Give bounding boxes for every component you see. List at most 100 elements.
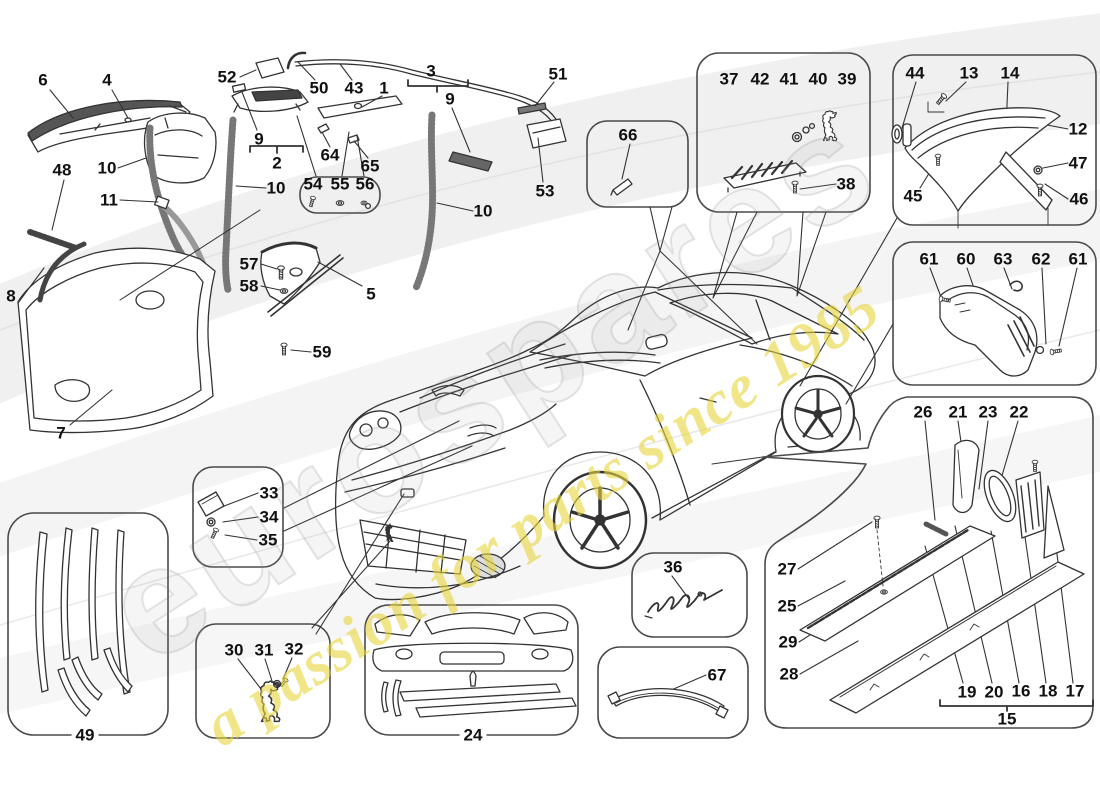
callout-53[interactable]: 53	[535, 181, 555, 201]
callout-12[interactable]: 12	[1068, 119, 1088, 139]
part-cowl-grille	[231, 57, 309, 113]
callout-56[interactable]: 56	[355, 174, 375, 194]
callout-67[interactable]: 67	[707, 665, 727, 685]
callout-50[interactable]: 50	[309, 78, 329, 98]
callout-34[interactable]: 34	[259, 507, 279, 527]
brackets	[249, 79, 1094, 712]
callout-55[interactable]: 55	[330, 174, 350, 194]
callout-2[interactable]: 2	[272, 153, 282, 173]
callout-39[interactable]: 39	[837, 69, 857, 89]
callout-57[interactable]: 57	[239, 254, 259, 274]
part-bonnet-liner	[17, 209, 261, 434]
callout-54[interactable]: 54	[303, 174, 323, 194]
callout-13[interactable]: 13	[959, 63, 979, 83]
callout-14[interactable]: 14	[1000, 63, 1020, 83]
callout-31[interactable]: 31	[254, 640, 274, 660]
box-clip-kit	[192, 466, 284, 568]
callout-58[interactable]: 58	[239, 276, 259, 296]
callout-9[interactable]: 9	[254, 129, 264, 149]
callout-46[interactable]: 46	[1069, 189, 1089, 209]
callout-40[interactable]: 40	[808, 69, 828, 89]
callout-51[interactable]: 51	[548, 64, 568, 84]
callout-16[interactable]: 16	[1011, 681, 1031, 701]
callout-1[interactable]: 1	[379, 78, 389, 98]
callout-33[interactable]: 33	[259, 483, 279, 503]
callout-29[interactable]: 29	[778, 632, 798, 652]
callout-48[interactable]: 48	[52, 160, 72, 180]
callout-20[interactable]: 20	[984, 682, 1004, 702]
callout-44[interactable]: 44	[905, 63, 925, 83]
callout-6[interactable]: 6	[38, 70, 48, 90]
callout-25[interactable]: 25	[777, 596, 797, 616]
callout-63[interactable]: 63	[993, 249, 1013, 269]
callout-60[interactable]: 60	[956, 249, 976, 269]
callout-41[interactable]: 41	[779, 69, 799, 89]
callout-3[interactable]: 3	[426, 61, 436, 81]
box-sill-trim	[762, 396, 1094, 729]
callout-24[interactable]: 24	[459, 726, 487, 744]
callout-36[interactable]: 36	[663, 557, 683, 577]
part-horse-badge	[259, 676, 290, 723]
bracket-15	[939, 699, 1094, 712]
callout-45[interactable]: 45	[903, 186, 923, 206]
callout-66[interactable]: 66	[618, 125, 638, 145]
callout-21[interactable]: 21	[948, 402, 968, 422]
callout-37[interactable]: 37	[719, 69, 739, 89]
callout-22[interactable]: 22	[1009, 402, 1029, 422]
callout-26[interactable]: 26	[913, 402, 933, 422]
callout-43[interactable]: 43	[344, 78, 364, 98]
callout-10[interactable]: 10	[473, 201, 493, 221]
part-strip-9	[448, 151, 493, 172]
callout-tails	[283, 115, 898, 635]
box-clip-66	[586, 120, 689, 208]
box-horse-badge	[195, 623, 331, 739]
callout-10[interactable]: 10	[97, 158, 117, 178]
callout-8[interactable]: 8	[6, 286, 16, 306]
callout-64[interactable]: 64	[320, 145, 340, 165]
part-fender-trim	[891, 92, 1061, 229]
fastener-icons	[307, 195, 372, 210]
callout-17[interactable]: 17	[1065, 681, 1085, 701]
callout-23[interactable]: 23	[978, 402, 998, 422]
callout-15[interactable]: 15	[997, 709, 1017, 729]
callout-42[interactable]: 42	[750, 69, 770, 89]
callout-18[interactable]: 18	[1038, 681, 1058, 701]
bracket-2	[249, 145, 304, 154]
box-strip-67	[597, 646, 749, 739]
callout-59[interactable]: 59	[312, 342, 332, 362]
callout-28[interactable]: 28	[779, 664, 799, 684]
part-ferrari-script	[723, 110, 838, 194]
callout-32[interactable]: 32	[284, 639, 304, 659]
part-script-strip	[27, 229, 79, 251]
callout-52[interactable]: 52	[217, 67, 237, 87]
callout-47[interactable]: 47	[1068, 153, 1088, 173]
callout-19[interactable]: 19	[957, 682, 977, 702]
callout-61[interactable]: 61	[919, 249, 939, 269]
callout-49[interactable]: 49	[71, 726, 99, 744]
callout-62[interactable]: 62	[1031, 249, 1051, 269]
part-cowl-end	[143, 112, 217, 184]
callout-10[interactable]: 10	[266, 178, 286, 198]
callout-35[interactable]: 35	[258, 530, 278, 550]
part-strip-67	[607, 688, 729, 719]
box-ferrari-badge	[696, 52, 871, 213]
box-script-badge	[631, 552, 748, 638]
callout-65[interactable]: 65	[360, 156, 380, 176]
part-strip-kit	[35, 527, 133, 717]
box-arch-liner	[892, 241, 1097, 386]
callout-7[interactable]: 7	[56, 423, 66, 443]
callout-5[interactable]: 5	[366, 284, 376, 304]
part-sill-set	[799, 439, 1085, 714]
callout-38[interactable]: 38	[836, 174, 856, 194]
callout-9[interactable]: 9	[445, 89, 455, 109]
callout-61[interactable]: 61	[1068, 249, 1088, 269]
part-scuff-plate	[317, 95, 403, 144]
box-fasteners	[299, 176, 381, 214]
callout-30[interactable]: 30	[224, 640, 244, 660]
callout-4[interactable]: 4	[102, 70, 112, 90]
callout-boxes	[7, 52, 1097, 739]
callout-11[interactable]: 11	[100, 190, 118, 210]
callout-27[interactable]: 27	[777, 559, 797, 579]
